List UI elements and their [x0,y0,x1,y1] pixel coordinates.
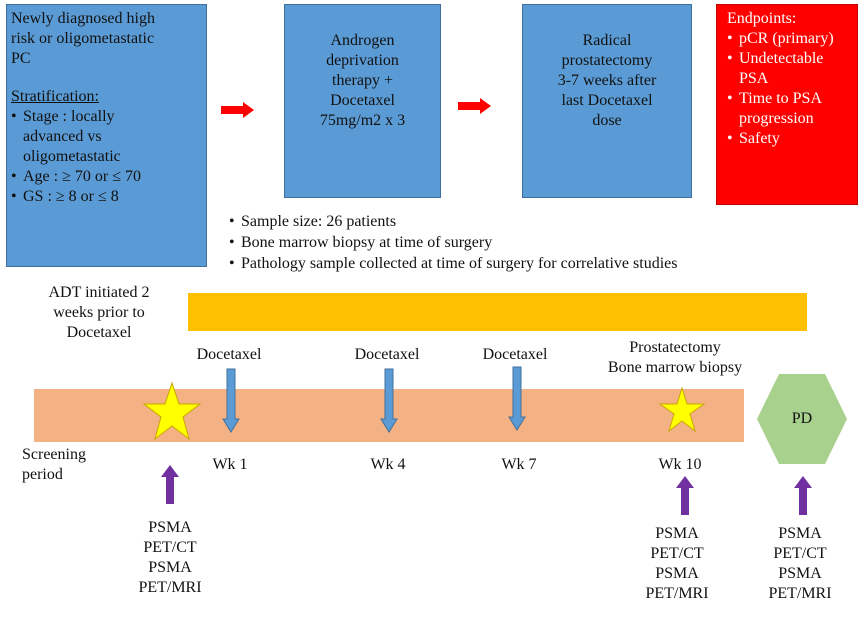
imaging-arrow-baseline [161,465,179,504]
strat-item-gs: GS : ≥ 8 or ≤ 8 [11,187,202,207]
stratification-heading: Stratification: [11,88,99,105]
imaging-arrow-surgery [676,476,694,515]
flow-arrow-1 [221,102,254,118]
stratification-list: Stage : locally advanced vs oligometasta… [11,107,202,207]
surgery-label: Prostatectomy Bone marrow biopsy [607,339,743,376]
population-title: Newly diagnosed high risk or oligometast… [11,10,155,67]
imaging-baseline: PSMA PET/CT PSMA PET/MRI [138,519,202,596]
strat-item-age: Age : ≥ 70 or ≤ 70 [11,167,202,187]
strat-item-stage: Stage : locally advanced vs oligometasta… [11,107,202,167]
dose-arrow-3 [508,366,526,431]
pd-hexagon [757,374,847,464]
week-label-1: Wk 1 [212,456,248,473]
note-pathology: Pathology sample collected at time of su… [229,253,677,274]
dose-label-3: Docetaxel [482,346,548,363]
week-label-4: Wk 4 [370,456,406,473]
week-label-7: Wk 7 [501,456,537,473]
note-sample-size: Sample size: 26 patients [229,211,677,232]
pd-label: PD [791,410,813,427]
note-bone-marrow: Bone marrow biopsy at time of surgery [229,232,677,253]
star-surgery-icon [658,386,706,433]
imaging-pd: PSMA PET/CT PSMA PET/MRI [768,525,832,602]
surgery-box: Radical prostatectomy 3-7 weeks after la… [522,4,692,198]
imaging-arrow-pd [794,476,812,515]
endpoint-pcr: pCR (primary) [727,29,851,49]
dose-arrow-1 [222,368,240,433]
treatment-box: Androgen deprivation therapy + Docetaxel… [284,4,441,198]
adt-bar [188,293,807,331]
study-notes: Sample size: 26 patients Bone marrow bio… [229,211,677,274]
dose-label-2: Docetaxel [354,346,420,363]
endpoint-safety: Safety [727,129,851,149]
dose-label-1: Docetaxel [196,346,262,363]
week-label-10: Wk 10 [658,456,702,473]
flow-arrow-2 [458,98,491,114]
endpoints-heading: Endpoints: [727,10,797,27]
screening-label: Screening period [22,446,86,483]
star-screening-icon [142,381,202,441]
dose-arrow-2 [380,368,398,433]
endpoints-box: Endpoints: pCR (primary) UndetectablePSA… [716,4,858,205]
patient-population-box: Newly diagnosed high risk or oligometast… [6,4,207,267]
imaging-surgery: PSMA PET/CT PSMA PET/MRI [645,525,709,602]
adt-note: ADT initiated 2 weeks prior to Docetaxel [48,284,150,341]
